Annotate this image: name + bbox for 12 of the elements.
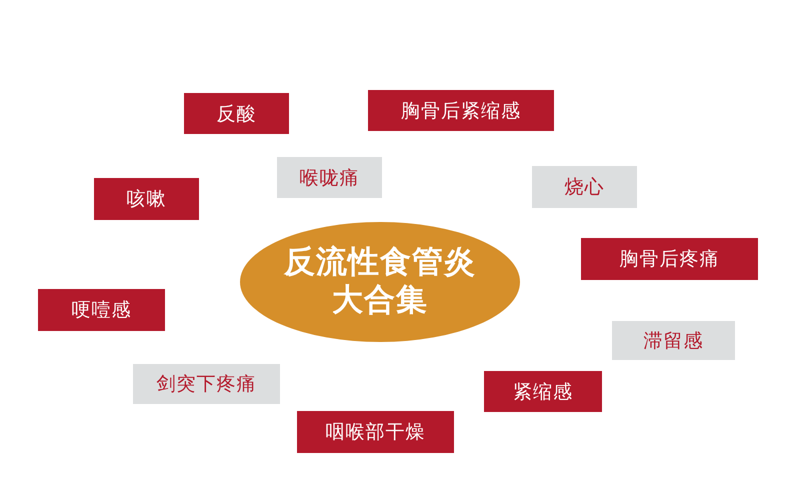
symptom-label: 烧心: [532, 166, 637, 208]
symptom-label: 剑突下疼痛: [133, 364, 280, 404]
symptom-label: 咳嗽: [94, 178, 199, 220]
symptom-label: 胸骨后疼痛: [581, 238, 758, 280]
symptom-label: 喉咙痛: [277, 157, 382, 198]
symptom-label: 胸骨后紧缩感: [368, 90, 554, 131]
symptom-label: 滞留感: [612, 321, 735, 360]
symptom-label: 反酸: [184, 93, 289, 134]
symptom-label: 哽噎感: [38, 289, 165, 331]
symptom-label: 紧缩感: [484, 371, 602, 412]
title-text: 反流性食管炎大合集: [284, 244, 476, 320]
symptom-label: 咽喉部干燥: [297, 411, 454, 453]
